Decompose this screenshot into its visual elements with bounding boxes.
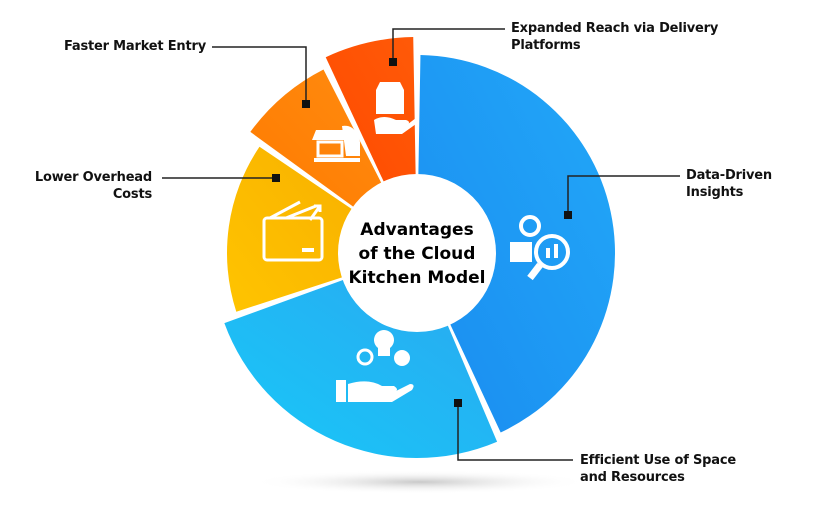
label-line: Efficient Use of Space [580,453,736,468]
analytics-magnifier-icon [510,215,570,281]
label-expanded-reach: Expanded Reach via Delivery Platforms [511,20,718,54]
label-line: Costs [112,187,152,202]
connector-marker [302,100,310,108]
connector-marker [389,58,397,66]
segment-expanded-reach [325,37,416,190]
center-title-line-1: Advantages [360,220,473,240]
center-circle [338,174,496,332]
label-faster-market-entry: Faster Market Entry [64,38,206,55]
storefront-growth-icon [312,125,360,162]
segment-lower-overhead [227,146,359,312]
connector-line-faster-market-entry [212,46,307,104]
connector-line-efficient-use [457,403,573,461]
delivery-bag-hand-icon [374,82,418,134]
label-efficient-use: Efficient Use of Space and Resources [580,452,736,486]
label-line: Expanded Reach via Delivery [511,21,719,36]
label-lower-overhead: Lower Overhead Costs [35,169,152,203]
drop-shadow [250,470,590,494]
label-line: Data-Driven [686,168,772,183]
center-title-line-3: Kitchen Model [349,268,486,288]
connector-line-data-driven-insights [567,175,680,215]
label-data-driven-insights: Data-Driven Insights [686,167,772,201]
connector-line-expanded-reach [392,28,505,62]
label-line: and Resources [580,470,685,485]
label-line: Faster Market Entry [63,39,206,54]
center-title-line-2: of the Cloud [359,244,476,264]
connector-marker [272,174,280,182]
wallet-growth-icon [262,200,324,262]
hand-gear-bulb-dollar-icon [336,330,414,402]
connector-marker [564,211,572,219]
label-line: Lower Overhead [34,170,152,185]
label-line: Platforms [511,38,581,53]
connector-marker [454,399,462,407]
label-line: Insights [686,185,744,200]
